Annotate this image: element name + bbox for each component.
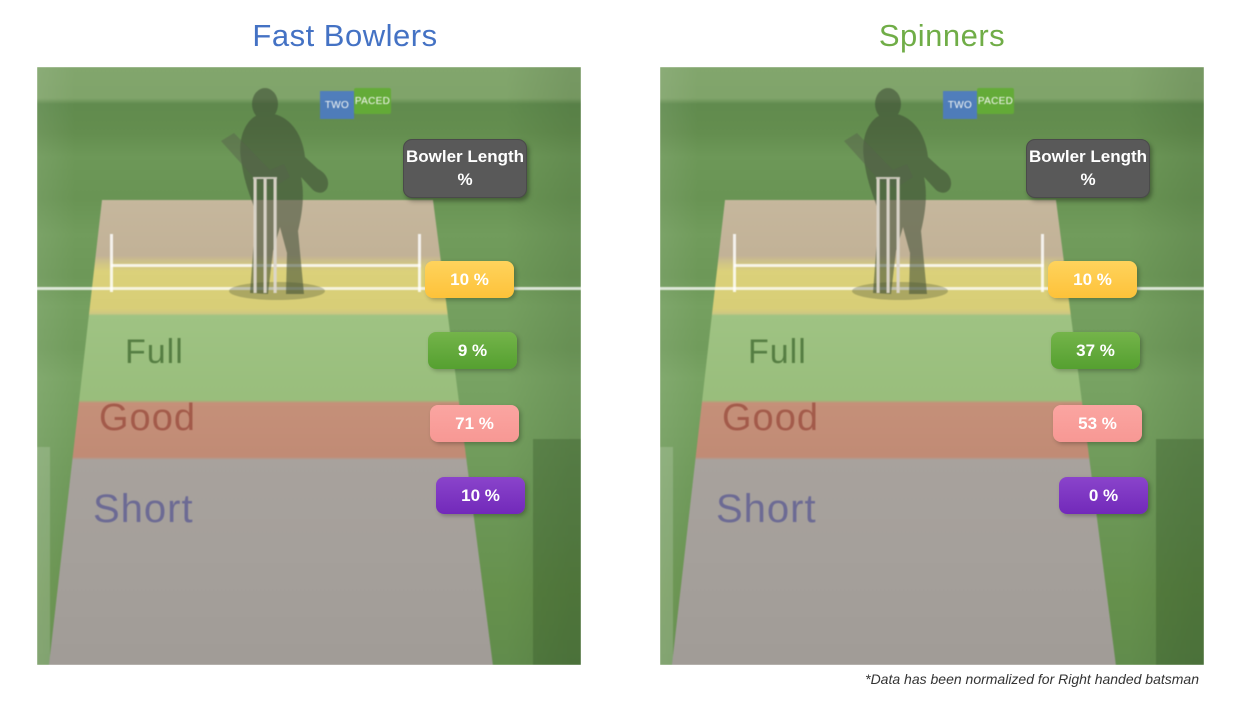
batsman-and-stumps-graphic <box>221 88 329 300</box>
panel-fast-bowlers: Full Good Short TWO PACED Bowler Length … <box>37 67 581 665</box>
panel-title-fast-bowlers: Fast Bowlers <box>252 18 438 53</box>
bowler-length-legend: Bowler Length % <box>1026 139 1150 198</box>
stumps-graphic <box>876 177 900 293</box>
zone-label-good: Good <box>722 397 819 439</box>
ground-shadow <box>229 282 325 300</box>
panel-spinners: Full Good Short TWO PACED Bowler Length … <box>660 67 1204 665</box>
return-crease-right <box>1041 234 1044 292</box>
grass-stripe-dark <box>533 439 581 665</box>
batsman-and-stumps-graphic <box>844 88 952 300</box>
zone-label-full: Full <box>125 333 184 371</box>
twopaced-logo: TWO PACED <box>943 88 1014 119</box>
badge-good-pct: 53 % <box>1053 405 1142 442</box>
zone-label-good: Good <box>99 397 196 439</box>
stumps-graphic <box>253 177 277 293</box>
bowler-length-legend: Bowler Length % <box>403 139 527 198</box>
grass-stripe-dark <box>1156 439 1204 665</box>
zone-label-full: Full <box>748 333 807 371</box>
ground-shadow <box>852 282 948 300</box>
batsman-silhouette <box>863 88 952 294</box>
badge-full-pct: 9 % <box>428 332 517 369</box>
badge-yorker-pct: 10 % <box>1048 261 1137 298</box>
return-crease-right <box>418 234 421 292</box>
badge-yorker-pct: 10 % <box>425 261 514 298</box>
batsman-silhouette <box>240 88 329 294</box>
badge-full-pct: 37 % <box>1051 332 1140 369</box>
zone-label-short: Short <box>716 487 817 531</box>
return-crease-left <box>733 234 736 292</box>
footnote: *Data has been normalized for Right hand… <box>865 671 1199 687</box>
bat-silhouette <box>844 133 913 188</box>
badge-short-pct: 0 % <box>1059 477 1148 514</box>
twopaced-logo: TWO PACED <box>320 88 391 119</box>
logo-two-block: TWO <box>943 91 977 119</box>
badge-short-pct: 10 % <box>436 477 525 514</box>
logo-paced-block: PACED <box>977 88 1014 114</box>
return-crease-left <box>110 234 113 292</box>
grass-stripe-light <box>37 447 50 665</box>
bat-silhouette <box>221 133 290 188</box>
logo-paced-block: PACED <box>354 88 391 114</box>
logo-two-block: TWO <box>320 91 354 119</box>
badge-good-pct: 71 % <box>430 405 519 442</box>
zone-label-short: Short <box>93 487 194 531</box>
grass-stripe-light <box>660 447 673 665</box>
panel-title-spinners: Spinners <box>878 18 1006 53</box>
